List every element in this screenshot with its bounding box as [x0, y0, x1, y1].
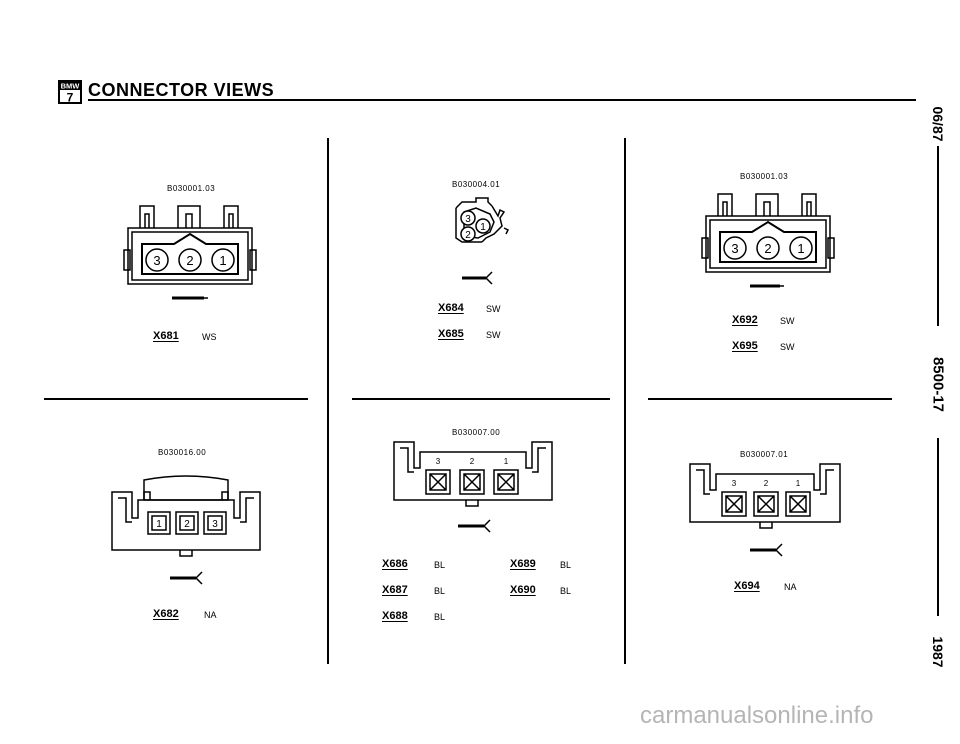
panel-6-pin-label-c: 1: [796, 479, 801, 488]
panel-2-pin-b: 1: [480, 222, 486, 233]
panel-3-pin-a: 3: [731, 241, 738, 256]
panel-4-connector-id-1: X682: [153, 608, 179, 620]
title-rule: [88, 99, 916, 101]
panel-2-connector-id-1: X684: [438, 302, 464, 314]
logo-bottom-text: 7: [67, 91, 74, 105]
panel-4-pin-a: 1: [156, 519, 162, 530]
panel-1-pin-c: 1: [219, 253, 226, 268]
panel-5-connector-id-1: X686: [382, 558, 408, 570]
side-year: 1987: [930, 636, 946, 668]
logo-top-text: BMW: [61, 82, 81, 91]
panel-4-code: B030016.00: [158, 448, 207, 457]
panel-3-pin-c: 1: [797, 241, 804, 256]
panel-2-code: B030004.01: [452, 180, 501, 189]
panel-5-code: B030007.00: [452, 428, 501, 437]
panel-4-connector-diagram: 1 2 3: [111, 475, 261, 585]
panel-5-connector-id-3: X688: [382, 610, 408, 622]
panel-5-connector-color-1: BL: [434, 560, 446, 570]
bmw-logo-icon: BMW 7: [58, 80, 82, 105]
panel-4-pin-b: 2: [184, 519, 190, 530]
panel-6-connector-color-1: NA: [784, 582, 797, 592]
side-page-number: 8500-17: [929, 356, 947, 413]
panel-5-connector-id-5: X690: [510, 584, 536, 596]
panel-6-connector-diagram: 3 2 1: [689, 463, 841, 557]
panel-3-connector-id-2: X695: [732, 340, 758, 352]
panel-3-code: B030001.03: [740, 172, 789, 181]
panel-5-pin-label-c: 1: [504, 457, 509, 466]
panel-3-pin-b: 2: [764, 241, 771, 256]
panel-5-connector-color-3: BL: [434, 612, 446, 622]
panel-4-connector-color-1: NA: [204, 610, 217, 620]
panel-1-connector-color-1: WS: [202, 332, 217, 342]
watermark: carmanualsonline.info: [640, 702, 874, 729]
row-divider-left: [44, 398, 308, 400]
row-divider-middle: [352, 398, 610, 400]
column-divider-left: [327, 138, 329, 664]
panel-3-connector-color-2: SW: [780, 342, 795, 352]
panel-5-connector-color-5: BL: [560, 586, 572, 596]
panel-2-connector-color-1: SW: [486, 304, 501, 314]
panel-6-pin-label-b: 2: [764, 479, 769, 488]
panel-2-pin-a: 3: [465, 214, 471, 225]
panel-1-pin-a: 3: [153, 253, 160, 268]
column-divider-right: [624, 138, 626, 664]
panel-5-connector-id-2: X687: [382, 584, 408, 596]
side-rule-2: [937, 438, 939, 616]
panel-2-connector-diagram: 3 1 2: [455, 197, 510, 285]
panel-1-connector-id-1: X681: [153, 330, 179, 342]
panel-1-connector-diagram: 3 2 1: [123, 205, 257, 300]
panel-2-connector-id-2: X685: [438, 328, 464, 340]
panel-4-pin-c: 3: [212, 519, 218, 530]
panel-5-connector-color-2: BL: [434, 586, 446, 596]
side-rule-1: [937, 146, 939, 326]
panel-2-pin-c: 2: [465, 230, 471, 241]
panel-3-connector-id-1: X692: [732, 314, 758, 326]
bmw-logo: BMW 7: [58, 80, 82, 105]
panel-2-connector-color-2: SW: [486, 330, 501, 340]
panel-3-connector-color-1: SW: [780, 316, 795, 326]
panel-5-pin-label-a: 3: [436, 457, 441, 466]
panel-1-pin-b: 2: [186, 253, 193, 268]
row-divider-right: [648, 398, 892, 400]
panel-5-pin-label-b: 2: [470, 457, 475, 466]
panel-6-code: B030007.01: [740, 450, 789, 459]
panel-3-connector-diagram: 3 2 1: [701, 193, 835, 288]
panel-1-code: B030001.03: [167, 184, 216, 193]
panel-6-pin-label-a: 3: [732, 479, 737, 488]
panel-5-connector-color-4: BL: [560, 560, 572, 570]
side-margin: 06/87 8500-17 1987: [916, 96, 960, 676]
page-title: CONNECTOR VIEWS: [88, 80, 275, 100]
side-date: 06/87: [930, 106, 946, 142]
panel-5-connector-diagram: 3 2 1: [393, 441, 553, 533]
panel-5-connector-id-4: X689: [510, 558, 536, 570]
panel-6-connector-id-1: X694: [734, 580, 760, 592]
